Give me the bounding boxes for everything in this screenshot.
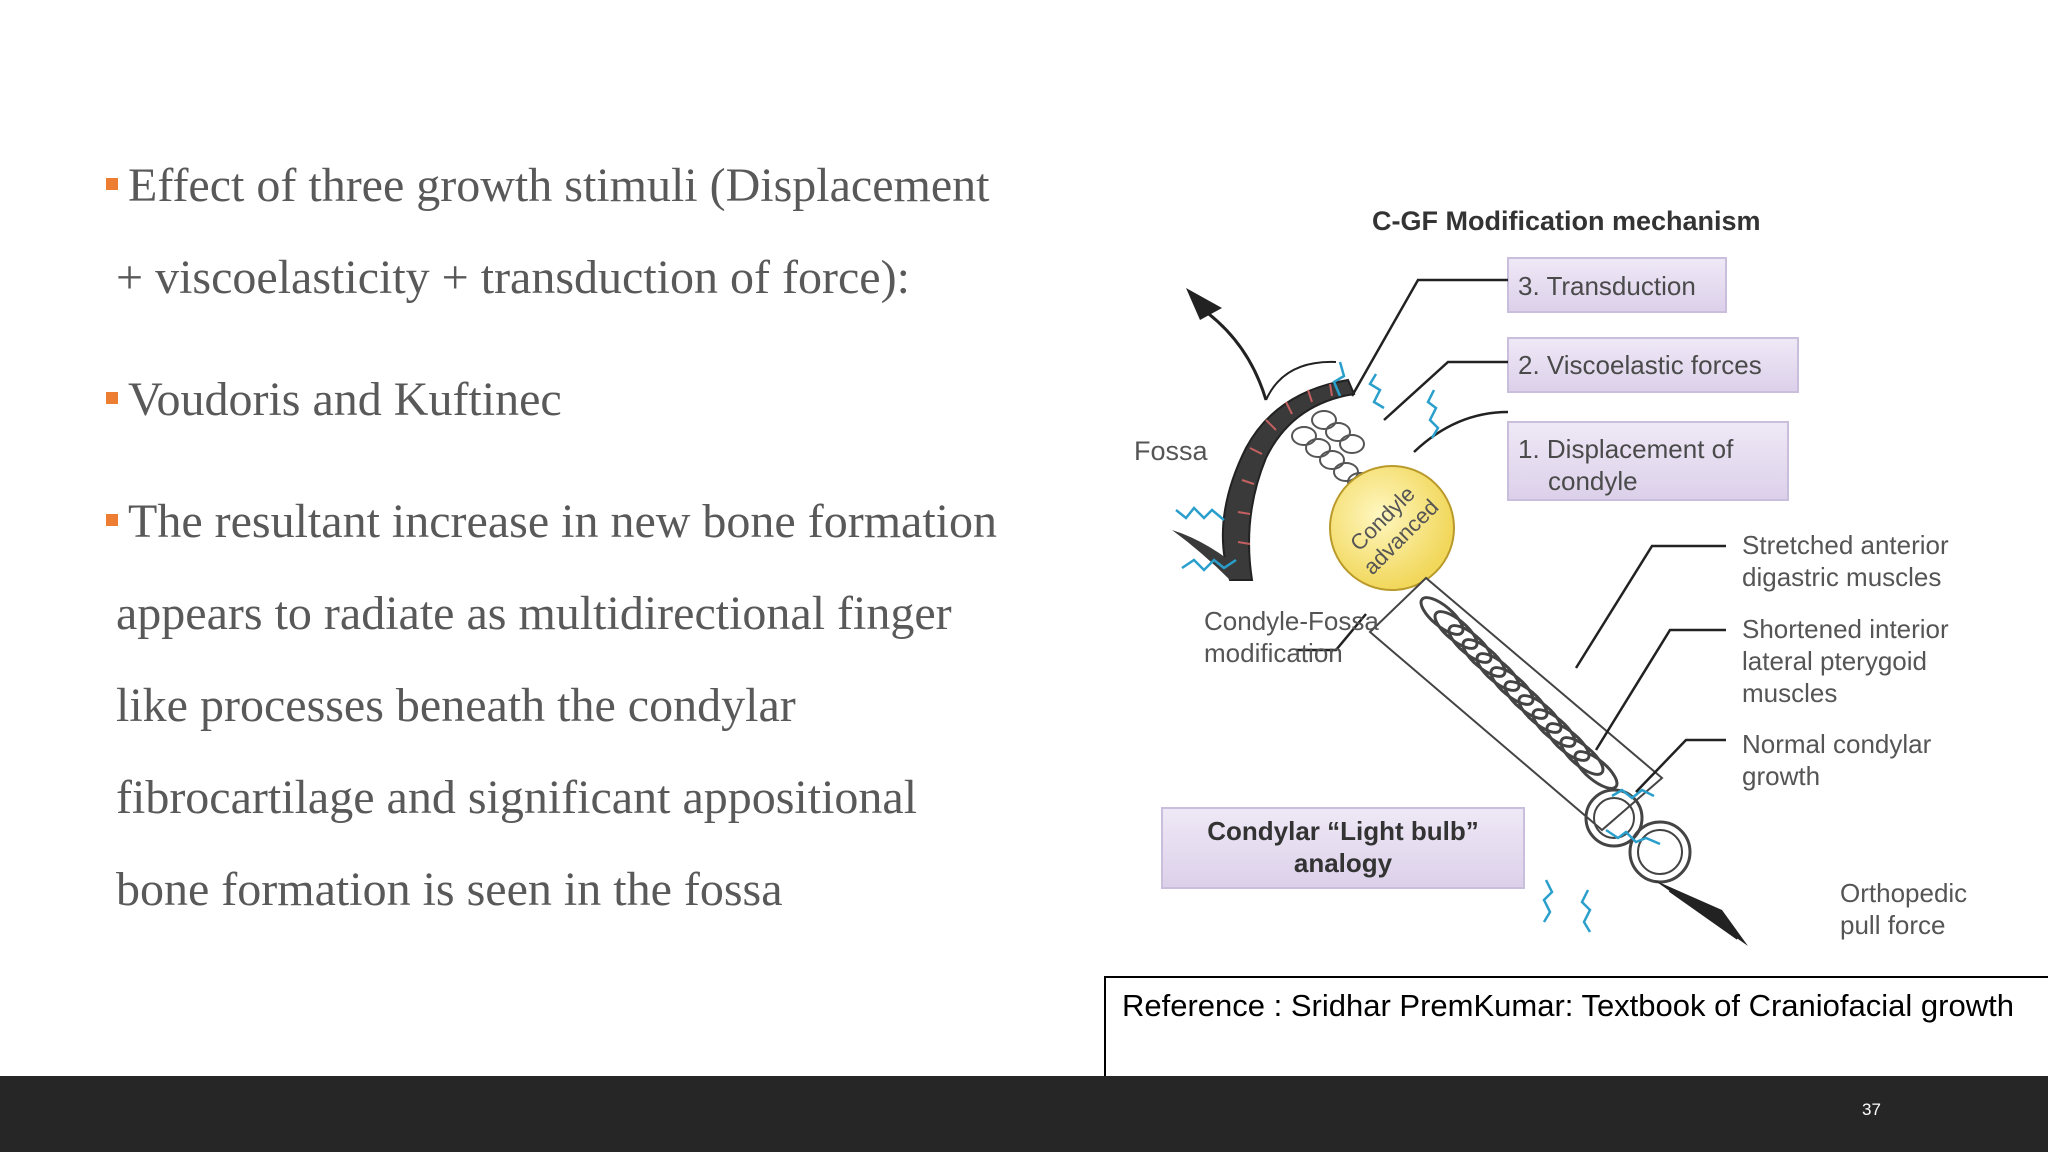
bullet-line: Effect of three growth stimuli (Displace… — [128, 159, 990, 212]
bullet-marker — [106, 392, 118, 404]
bullet-item: Effect of three growth stimuli (Displace… — [106, 140, 1066, 324]
svg-text:digastric muscles: digastric muscles — [1742, 562, 1941, 592]
page-number: 37 — [1862, 1100, 1881, 1119]
bullet-line: Voudoris and Kuftinec — [128, 373, 562, 426]
svg-text:Condylar “Light bulb”: Condylar “Light bulb” — [1207, 816, 1479, 846]
bullet-line: fibrocartilage and significant appositio… — [116, 771, 918, 824]
bullet-line: bone formation is seen in the fossa — [116, 863, 783, 916]
bullet-marker — [106, 514, 118, 526]
bullet-line: The resultant increase in new bone forma… — [128, 495, 998, 548]
svg-text:Stretched anterior: Stretched anterior — [1742, 530, 1949, 560]
bullet-line: appears to radiate as multidirectional f… — [116, 587, 952, 640]
box-displacement: 1. Displacement of condyle — [1507, 421, 1789, 501]
label-condyle-fossa-modification: Condyle-Fossa modification — [1204, 606, 1379, 668]
footer-bar: 37 — [0, 1076, 2048, 1152]
svg-text:muscles: muscles — [1742, 678, 1837, 708]
svg-text:analogy: analogy — [1294, 848, 1393, 878]
bullet-item: Voudoris and Kuftinec — [106, 354, 1066, 446]
svg-text:lateral pterygoid: lateral pterygoid — [1742, 646, 1927, 676]
bullet-line: like processes beneath the condylar — [116, 679, 796, 732]
fossa-label: Fossa — [1134, 436, 1209, 466]
svg-text:1. Displacement of: 1. Displacement of — [1518, 434, 1734, 464]
bullet-item: The resultant increase in new bone forma… — [106, 476, 1066, 936]
bullet-line: + viscoelasticity + transduction of forc… — [116, 251, 910, 304]
svg-text:2. Viscoelastic forces: 2. Viscoelastic forces — [1518, 350, 1762, 380]
svg-text:3. Transduction: 3. Transduction — [1518, 271, 1696, 301]
bullet-list: Effect of three growth stimuli (Displace… — [106, 140, 1066, 936]
reference-text: Reference : Sridhar PremKumar: Textbook … — [1122, 988, 2014, 1023]
svg-text:Orthopedic: Orthopedic — [1840, 878, 1967, 908]
label-shortened-pterygoid: Shortened interior lateral pterygoid mus… — [1742, 614, 1949, 708]
svg-text:Condyle-Fossa: Condyle-Fossa — [1204, 606, 1379, 636]
svg-text:pull force: pull force — [1840, 910, 1946, 940]
svg-text:modification: modification — [1204, 638, 1343, 668]
svg-text:Shortened interior: Shortened interior — [1742, 614, 1949, 644]
box-light-bulb-analogy: Condylar “Light bulb” analogy — [1161, 807, 1525, 889]
svg-text:Normal condylar: Normal condylar — [1742, 729, 1932, 759]
label-stretched-digastric: Stretched anterior digastric muscles — [1742, 530, 1949, 592]
label-orthopedic-pull-force: Orthopedic pull force — [1840, 878, 1967, 940]
bullet-marker — [106, 178, 118, 190]
svg-text:condyle: condyle — [1548, 466, 1638, 496]
cgf-mechanism-diagram: C-GF Modification mechanism 3. Transduct… — [1126, 190, 1978, 970]
condylar-spring — [1368, 576, 1692, 884]
box-viscoelastic-forces: 2. Viscoelastic forces — [1507, 337, 1799, 393]
reference-box: Reference : Sridhar PremKumar: Textbook … — [1104, 976, 2048, 1076]
svg-text:growth: growth — [1742, 761, 1820, 791]
figure-title: C-GF Modification mechanism — [1372, 206, 1761, 236]
condyle-bulb: Condyle advanced — [1329, 465, 1455, 591]
label-normal-condylar-growth: Normal condylar growth — [1742, 729, 1932, 791]
box-transduction: 3. Transduction — [1507, 257, 1727, 313]
